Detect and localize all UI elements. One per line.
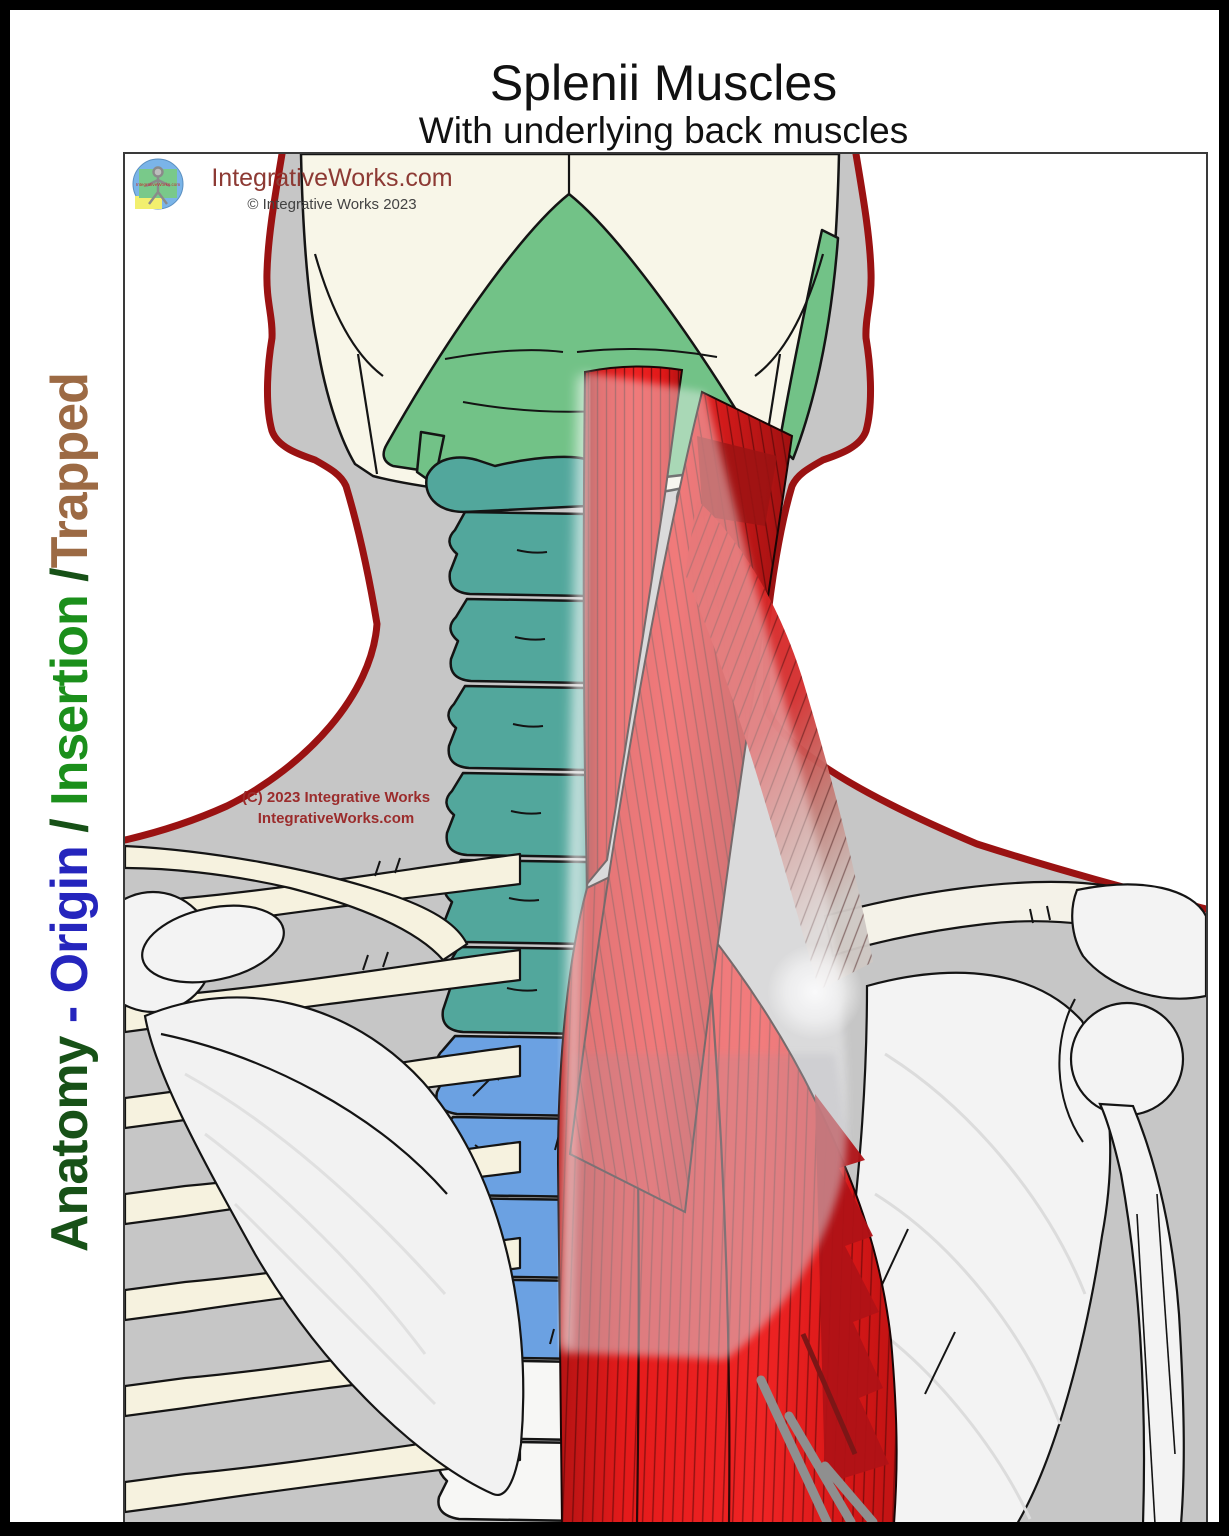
watermark-line1: (C) 2023 Integrative Works — [241, 789, 431, 806]
page-subtitle: With underlying back muscles — [418, 110, 909, 151]
side-label-insertion: Insertion — [41, 581, 99, 806]
dark-red-streak — [800, 1333, 858, 1455]
branding-block: IntegrativeWorks.com © Integrative Works… — [202, 164, 462, 213]
side-label-slash1: / — [41, 805, 99, 833]
back-muscles — [556, 365, 898, 1522]
gray-streaks — [756, 1375, 878, 1522]
body-outline-right — [762, 154, 1206, 913]
fascia-sheet — [560, 372, 848, 1359]
watermark-line2: IntegrativeWorks.com — [257, 810, 415, 827]
side-label-origin: - Origin — [41, 832, 99, 1024]
branding-copyright: © Integrative Works 2023 — [247, 196, 417, 213]
body-outline-left — [125, 154, 381, 844]
poster-canvas: Splenii Muscles With underlying back mus… — [10, 10, 1219, 1522]
side-label-anatomy-origin-insertion-trapped: Anatomy - Origin / Insertion /Trapped — [40, 373, 100, 1252]
branding-site-name: IntegrativeWorks.com — [211, 164, 453, 192]
watermark: (C) 2023 Integrative Works IntegrativeWo… — [216, 787, 456, 829]
skull-sutures — [313, 154, 825, 475]
acromion-right — [1071, 883, 1206, 1000]
humerus-right — [1098, 1102, 1185, 1522]
scapula-left — [125, 890, 525, 1497]
anatomy-illustration — [125, 154, 1206, 1522]
svg-text:IntegrativeWorks.com: IntegrativeWorks.com — [136, 182, 181, 187]
shoulder-right — [823, 880, 1206, 1522]
mastoid-wedge-right — [777, 228, 840, 461]
clavicle-left — [125, 844, 469, 962]
integrative-works-logo: IntegrativeWorks.com — [132, 156, 186, 214]
side-label-trapped: Trapped — [41, 373, 99, 569]
side-label-slash2: / — [41, 568, 99, 582]
humeral-head-right — [1069, 1001, 1185, 1117]
page-title: Splenii Muscles — [489, 55, 838, 111]
vitruvian-man-logo-icon: IntegrativeWorks.com — [132, 158, 184, 210]
fascia-edge-highlight — [560, 375, 588, 1350]
illustration-frame — [123, 152, 1208, 1522]
side-label-anatomy: Anatomy — [41, 1023, 99, 1252]
